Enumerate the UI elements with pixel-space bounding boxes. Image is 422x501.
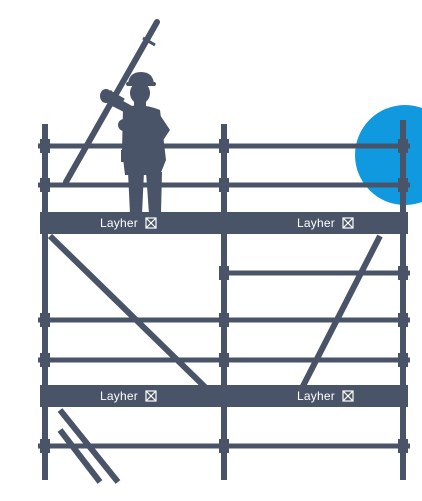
accent-circle (355, 105, 422, 205)
worker-silhouette-icon (100, 72, 170, 214)
upper-deck (40, 212, 408, 234)
brand-label: Layher (297, 389, 335, 403)
brand-label: Layher (297, 216, 335, 230)
deck-label-lower-right: Layher (297, 389, 354, 403)
diagonal-brace-left (47, 233, 209, 391)
brand-label: Layher (100, 216, 138, 230)
diagonal-brace-bottom-b (57, 428, 103, 484)
brand-label: Layher (100, 389, 138, 403)
deck-label-upper-right: Layher (297, 216, 354, 230)
deck-label-lower-left: Layher (100, 389, 157, 403)
scaffold-frame (38, 120, 410, 484)
layher-logo-icon (342, 217, 354, 229)
deck-label-upper-left: Layher (100, 216, 157, 230)
lower-deck (40, 385, 408, 407)
diagonal-brace-bottom-a (57, 408, 121, 484)
couplers (40, 139, 408, 453)
layher-logo-icon (145, 390, 157, 402)
diagonal-brace-right (299, 234, 383, 390)
layher-logo-icon (342, 390, 354, 402)
layher-logo-icon (145, 217, 157, 229)
